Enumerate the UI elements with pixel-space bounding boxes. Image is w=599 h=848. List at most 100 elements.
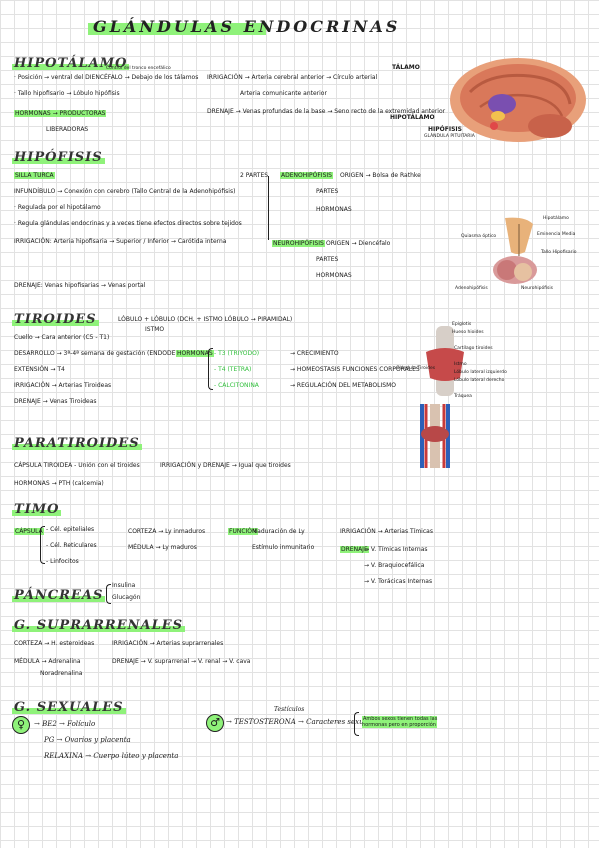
- sexuales-f1: → BE2 → Folículo: [34, 720, 96, 728]
- adeno-origen: ORIGEN → Bolsa de Rathke: [340, 172, 421, 179]
- brain-label-hipofisis: HIPÓFISIS: [428, 126, 462, 133]
- thyroid-illustration: Epiglotis Hueso hioides Cartílago tiroid…: [396, 322, 507, 402]
- section-hipotalamo: HIPOTÁLAMO: [12, 56, 130, 71]
- thy-label-hueso: Hueso hioides: [452, 330, 484, 335]
- pit-label-eminencia: Eminencia Media: [537, 232, 576, 237]
- hipofisis-silla: SILLA TURCA: [14, 172, 55, 179]
- pancreas-insulina: Insulina: [112, 582, 136, 589]
- hipofisis-drenaje: DRENAJE: Venas hipofisarias → Venas port…: [14, 282, 146, 289]
- supra-corteza: CORTEZA → H. esteroideas: [14, 640, 95, 647]
- sexuales-note: Ambos sexos tienen todas las hormonas pe…: [362, 716, 438, 728]
- thy-label-der: Lóbulo lateral derecho: [454, 378, 505, 383]
- hipotalamo-tallo: · Tallo hipofisario → Lóbulo hipófisis: [14, 90, 120, 97]
- neuro-hormonas: HORMONAS: [316, 272, 352, 279]
- supra-medula: MÉDULA → Adrenalina: [14, 658, 81, 665]
- thy-label-cartilago: Cartílago tiroides: [454, 346, 493, 351]
- pit-label-quiasma: Quiasma óptico: [461, 234, 497, 239]
- hipotalamo-liberadoras: LIBERADORAS: [46, 126, 89, 133]
- tiroides-h3: - CALCITONINA: [214, 382, 259, 389]
- timo-f2: Estímulo inmunitario: [252, 544, 315, 551]
- section-paratiroides: PARATIROIDES: [12, 436, 142, 451]
- hipotalamo-control: Control del tronco encefálico: [106, 66, 171, 71]
- tiroides-h2: - T4 (TETRA): [214, 366, 252, 373]
- neck-vessels-illustration: [410, 404, 460, 468]
- tiroides-extension: EXTENSIÓN → T4: [14, 366, 65, 373]
- pituitary-illustration: Hipotálamo Eminencia Media Quiasma óptic…: [455, 214, 585, 294]
- paratiroides-irrigacion: IRRIGACIÓN y DRENAJE → Igual que tiroide…: [160, 462, 291, 469]
- hipotalamo-posicion: · Posición → ventral del DIENCÉFALO → De…: [14, 74, 199, 81]
- timo-corteza: CORTEZA → Ly inmaduros: [128, 528, 206, 535]
- thy-label-traquea: Tráquea: [454, 394, 472, 399]
- supra-medula-2: Noradrenalina: [40, 670, 83, 677]
- tiroides-drenaje: DRENAJE → Venas Tiroideas: [14, 398, 97, 405]
- male-icon: ♂: [206, 714, 224, 732]
- hipotalamo-irrigacion: IRRIGACIÓN → Arteria cerebral anterior →…: [207, 74, 378, 81]
- tiroides-e1: → CRECIMIENTO: [290, 350, 339, 357]
- sexuales-f2: PG → Ovarios y placenta: [44, 736, 131, 744]
- timo-f1: Maduración de Ly: [252, 528, 305, 535]
- pancreas-glucagon: Glucagón: [112, 594, 141, 601]
- timo-drenaje: DRENAJE: [340, 546, 369, 553]
- tiroides-hormonas: HORMONAS: [176, 350, 214, 357]
- hipofisis-2partes: 2 PARTES: [240, 172, 269, 179]
- page-title: GLÁNDULAS ENDOCRINAS: [93, 17, 401, 36]
- hipotalamo-irrigacion-2: Arteria comunicante anterior: [240, 90, 327, 97]
- pit-label-neuro: Neurohipófisis: [521, 286, 553, 291]
- timo-irrigacion: IRRIGACIÓN → Arterias Tímicas: [340, 528, 433, 535]
- timo-d1: → V. Tímicas Internas: [364, 546, 428, 553]
- tiroides-cuello: Cuello → Cara anterior (C5 - T1): [14, 334, 110, 341]
- timo-c3: - Linfocitos: [46, 558, 79, 565]
- brain-illustration: TÁLAMO HIPOTÁLAMO HIPÓFISIS GLÁNDULA PIT…: [390, 52, 590, 148]
- title-highlight: [88, 23, 266, 35]
- brain-label-hipotalamo: HIPOTÁLAMO: [390, 114, 435, 121]
- section-sexuales: G. SEXUALES: [12, 700, 126, 715]
- timo-c2: - Cél. Reticulares: [46, 542, 97, 549]
- hipofisis-regulada: · Regulada por el hipotálamo: [14, 204, 101, 211]
- timo-d2: → V. Braquiocefálica: [364, 562, 425, 569]
- hipofisis-regula: · Regula glándulas endocrinas y a veces …: [14, 220, 242, 227]
- thy-label-istmo: Istmo: [454, 362, 467, 367]
- timo-medula: MÉDULA → Ly maduros: [128, 544, 197, 551]
- timo-c1: - Cél. epiteliales: [46, 526, 95, 533]
- supra-irrigacion: IRRIGACIÓN → Arterias suprarrenales: [112, 640, 224, 647]
- female-icon: ♀: [12, 716, 30, 734]
- tiroides-e3: → REGULACIÓN DEL METABOLISMO: [290, 382, 396, 389]
- hipofisis-irrigacion: IRRIGACIÓN: Arteria hipofisaria → Superi…: [14, 238, 227, 245]
- section-suprarrenales: G. SUPRARRENALES: [12, 618, 186, 633]
- pit-label-tallo: Tallo Hipofisario: [541, 250, 577, 255]
- tiroides-irrigacion: IRRIGACIÓN → Arterias Tiroideas: [14, 382, 112, 389]
- paratiroides-capsula: CÁPSULA TIROIDEA - Unión con el tiroides: [14, 462, 140, 469]
- hipofisis-neuro: NEUROHIPÓFISIS: [272, 240, 325, 247]
- sexuales-m1: → TESTOSTERONA → Caracteres sexuales: [226, 718, 378, 726]
- brain-label-talamo: TÁLAMO: [392, 64, 420, 71]
- supra-drenaje: DRENAJE → V. suprarrenal → V. renal → V.…: [112, 658, 251, 665]
- section-pancreas: PÁNCREAS: [12, 588, 106, 603]
- tiroides-h1: - T3 (TRIYODO): [214, 350, 260, 357]
- tiroides-desarrollo: DESARROLLO → 3ª-4ª semana de gestación (…: [14, 350, 192, 357]
- hipofisis-infundibulo: INFUNDÍBULO → Conexión con cerebro (Tall…: [14, 188, 236, 195]
- section-hipofisis: HIPÓFISIS: [12, 150, 105, 165]
- brain-label-glandula: GLÁNDULA PITUITARIA: [424, 134, 475, 139]
- pit-label-adeno: Adenohipófisis: [455, 286, 488, 291]
- tiroides-lobulos: LÓBULO + LÓBULO (DCH. + ISTMO LÓBULO → P…: [118, 316, 293, 323]
- hipotalamo-hormonas: HORMONAS → PRODUCTORAS: [14, 110, 107, 117]
- timo-capsula: CÁPSULA: [14, 528, 44, 535]
- timo-funcion: FUNCIÓN: [228, 528, 258, 535]
- timo-d3: → V. Torácicas Internas: [364, 578, 433, 585]
- neuro-partes: PARTES: [316, 256, 339, 263]
- neuro-origen: ORIGEN → Diencéfalo: [326, 240, 391, 247]
- thy-label-glandula: Glándula Tiroides: [396, 366, 436, 371]
- paratiroides-hormonas: HORMONAS → PTH (calcemia): [14, 480, 104, 487]
- section-timo: TIMO: [12, 502, 62, 517]
- sexuales-m2: Testículos: [274, 706, 305, 713]
- thy-label-izq: Lóbulo lateral izquierdo: [454, 370, 507, 375]
- hipofisis-adeno: ADENOHIPÓFISIS: [280, 172, 333, 179]
- section-tiroides: TIROIDES: [12, 312, 99, 327]
- adeno-hormonas: HORMONAS: [316, 206, 352, 213]
- hipotalamo-drenaje: DRENAJE → Venas profundas de la base → S…: [207, 108, 446, 115]
- thy-label-epiglotis: Epiglotis: [452, 322, 472, 327]
- adeno-partes: PARTES: [316, 188, 339, 195]
- sexuales-f3: RELAXINA → Cuerpo lúteo y placenta: [44, 752, 179, 760]
- tiroides-istmo: ISTMO: [145, 326, 165, 333]
- pit-label-hipotalamo: Hipotálamo: [543, 216, 569, 221]
